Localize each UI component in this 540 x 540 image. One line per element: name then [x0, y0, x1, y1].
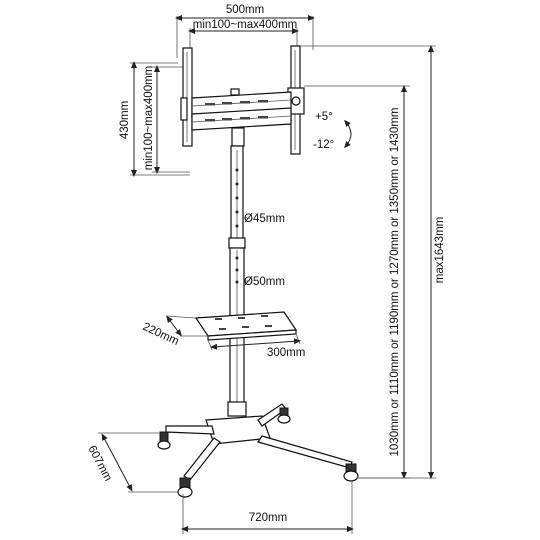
shelf — [194, 311, 298, 341]
pole-labels: Ø45mm Ø50mm — [243, 213, 285, 288]
caster-front-right — [343, 463, 359, 482]
dim-vesa-width: min100~max400mm — [188, 19, 299, 58]
tilt-up-label: +5° — [315, 111, 333, 123]
base-width-label: 720mm — [249, 512, 287, 524]
dim-base-width: 720mm — [181, 480, 354, 534]
caster-front-left — [177, 477, 193, 498]
caster-back-left — [157, 431, 171, 450]
upper-pole-label: Ø45mm — [244, 213, 285, 225]
tv-bracket — [180, 45, 305, 155]
caster-back-right — [277, 407, 291, 424]
tilt-down-label: -12° — [313, 139, 334, 151]
base-depth-label: 607mm — [85, 444, 114, 484]
lower-pole-label: Ø50mm — [244, 276, 285, 288]
top-width-label: 500mm — [226, 4, 264, 16]
dim-vesa-height: min100~max400mm — [143, 65, 190, 174]
dim-shelf-width: 300mm — [207, 333, 305, 359]
vesa-height-label: min100~max400mm — [143, 66, 155, 171]
vesa-width-label: min100~max400mm — [193, 19, 298, 31]
tilt-indicator: +5° -12° — [313, 111, 352, 151]
dim-top-width: 500mm — [175, 4, 315, 58]
dim-left-height: 430mm — [119, 61, 190, 177]
max-height-label: max1643mm — [434, 217, 446, 283]
height-options-label: 1030mm or 1110mm or 1190mm or 1270mm or … — [389, 108, 401, 457]
shelf-depth-label: 220mm — [141, 321, 181, 348]
shelf-width-label: 300mm — [267, 347, 305, 359]
left-height-label: 430mm — [119, 101, 131, 139]
dim-max-height: max1643mm — [300, 45, 446, 479]
base — [157, 403, 359, 498]
